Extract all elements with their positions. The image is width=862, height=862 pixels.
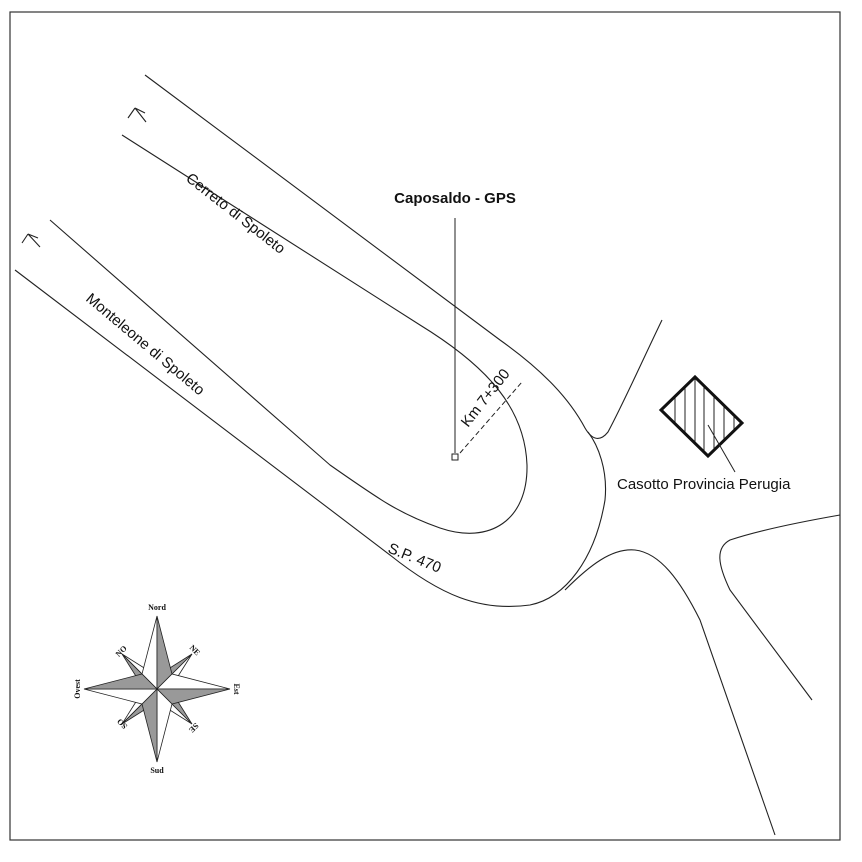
junction-east-edge: [719, 514, 841, 701]
monteleone-road-outer-edge: [14, 269, 607, 608]
cerreto-road-outer-edge: [144, 74, 663, 439]
road-network: [14, 74, 841, 836]
building-label: Casotto Provincia Perugia: [617, 476, 791, 493]
compass-label-nord: Nord: [148, 603, 166, 612]
compass-label-sud: Sud: [150, 766, 164, 775]
compass-label-ovest: Ovest: [73, 679, 82, 699]
arrow-to-cerreto-icon: [127, 107, 147, 123]
compass-rose-icon: [83, 615, 231, 763]
compass-label-est: Est: [232, 683, 241, 694]
hairpin-inner-edge: [49, 134, 528, 534]
benchmark-marker-icon: [451, 453, 459, 461]
junction-south-edge: [564, 549, 776, 836]
benchmark-label: Caposaldo - GPS: [394, 190, 516, 207]
arrow-to-monteleone-icon: [21, 233, 41, 248]
